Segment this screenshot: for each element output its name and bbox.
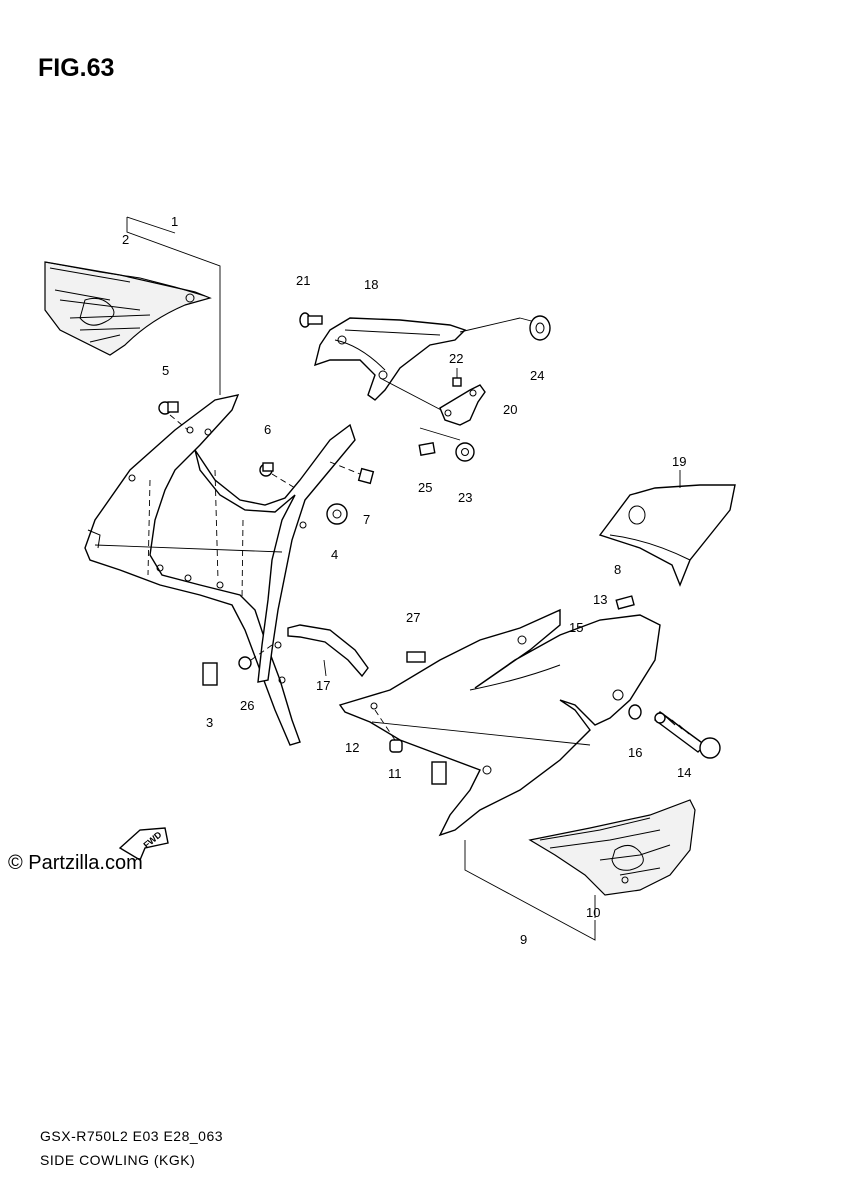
screw-6	[259, 462, 296, 489]
callout-6: 6	[264, 422, 271, 437]
bracket-20	[419, 384, 486, 441]
callout-27: 27	[406, 610, 420, 625]
diagram-code: GSX-R750L2 E03 E28_063	[40, 1128, 224, 1144]
callout-14: 14	[677, 765, 691, 780]
bolt-14	[628, 704, 721, 759]
bolt-21	[299, 312, 323, 328]
callout-24: 24	[530, 368, 544, 383]
screw-22	[452, 368, 462, 387]
decal-lower	[528, 799, 696, 918]
callout-26: 26	[240, 698, 254, 713]
forward-arrow: FWD	[118, 827, 169, 862]
callout-23: 23	[458, 490, 472, 505]
callout-19: 19	[672, 454, 686, 469]
callout-16: 16	[628, 745, 642, 760]
callout-9: 9	[520, 932, 527, 947]
clip-8	[615, 595, 635, 610]
clip-11	[431, 761, 447, 785]
trim-17	[287, 624, 369, 678]
callout-17: 17	[316, 678, 330, 693]
lower-cowling-9	[338, 608, 661, 941]
callout-25: 25	[418, 480, 432, 495]
callout-4: 4	[331, 547, 338, 562]
callout-20: 20	[503, 402, 517, 417]
clip-27	[406, 651, 426, 663]
callout-5: 5	[162, 363, 169, 378]
callout-10: 10	[586, 905, 600, 920]
grommet-24	[529, 315, 551, 341]
decal-upper	[44, 261, 212, 356]
figure-title: FIG.63	[38, 54, 115, 82]
grommet-4	[326, 503, 348, 525]
callout-13: 13	[593, 592, 607, 607]
callout-18: 18	[364, 277, 378, 292]
callout-8: 8	[614, 562, 621, 577]
callout-15: 15	[569, 620, 583, 635]
callout-11: 11	[388, 766, 402, 781]
grommet-23	[455, 442, 475, 462]
clip-3	[202, 662, 218, 686]
nut-7	[329, 461, 375, 485]
inner-panel-18	[314, 317, 536, 413]
callout-21: 21	[296, 273, 310, 288]
callout-3: 3	[206, 715, 213, 730]
side-cowling-left	[84, 394, 356, 746]
diagram-name: SIDE COWLING (KGK)	[40, 1152, 196, 1168]
clip-25	[418, 442, 436, 456]
watermark: © Partzilla.com	[8, 852, 143, 874]
callout-1: 1	[171, 214, 178, 229]
callout-2: 2	[122, 232, 129, 247]
callout-12: 12	[345, 740, 359, 755]
screw-5	[158, 401, 189, 431]
callout-22: 22	[449, 351, 463, 366]
callout-7: 7	[363, 512, 370, 527]
cover-19	[598, 470, 736, 587]
screw-26	[238, 644, 273, 670]
callout-bracket-1	[126, 216, 221, 395]
screw-12	[374, 709, 403, 753]
